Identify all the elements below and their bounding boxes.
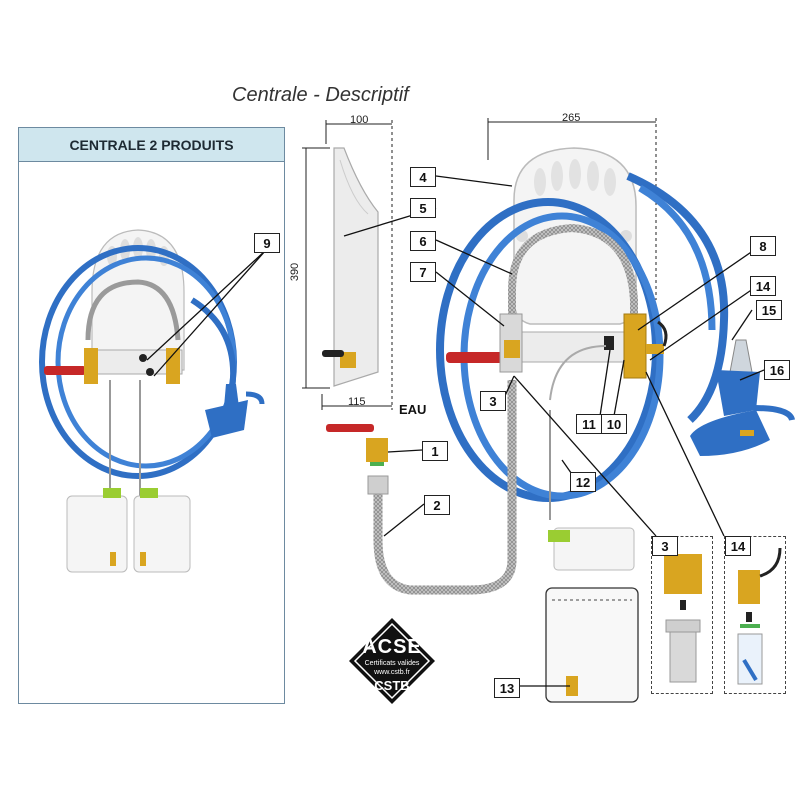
- callout-5: 5: [410, 198, 436, 218]
- callout-8: 8: [750, 236, 776, 256]
- callout-3-detail: 3: [652, 536, 678, 556]
- acse-text: ACSE: [362, 636, 422, 658]
- water-label: EAU: [399, 402, 427, 417]
- callout-1: 1: [422, 441, 448, 461]
- diagram-title: Centrale - Descriptif: [232, 84, 409, 106]
- callout-2: 2: [424, 495, 450, 515]
- dimension-bottom-width: 115: [348, 396, 366, 408]
- callout-11: 11: [576, 414, 602, 434]
- cstb-text: CSTB: [374, 678, 410, 693]
- main-unit-drawing: [326, 118, 795, 703]
- callout-12: 12: [570, 472, 596, 492]
- callout-10: 10: [601, 414, 627, 434]
- callout-3-main: 3: [480, 391, 506, 411]
- callout-13: 13: [494, 678, 520, 698]
- callout-15: 15: [756, 300, 782, 320]
- callout-16: 16: [764, 360, 790, 380]
- dimension-top-width: 100: [350, 114, 369, 126]
- acse-certification-badge: ACSE Certificats valides www.cstb.fr CST…: [347, 616, 437, 706]
- detail-box-14: [724, 536, 786, 694]
- detail-box-3: [651, 536, 713, 694]
- side-view-drawing: [302, 120, 393, 410]
- panel-heading: CENTRALE 2 PRODUITS: [19, 128, 284, 162]
- callout-4: 4: [410, 167, 436, 187]
- callout-9: 9: [254, 233, 280, 253]
- cstb-website-text: www.cstb.fr: [374, 669, 410, 676]
- acse-badge-shape: [349, 618, 435, 704]
- dimension-height: 390: [289, 262, 302, 282]
- callout-14-main: 14: [750, 276, 776, 296]
- left-unit-drawing: [39, 229, 267, 573]
- certificate-text: Certificats valides: [364, 660, 420, 667]
- callout-6: 6: [410, 231, 436, 251]
- dimension-right-width: 265: [562, 112, 581, 124]
- callout-7: 7: [410, 262, 436, 282]
- callout-14-detail: 14: [725, 536, 751, 556]
